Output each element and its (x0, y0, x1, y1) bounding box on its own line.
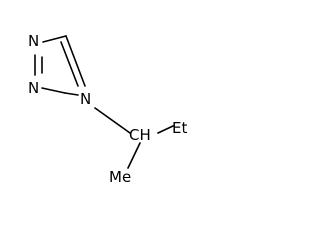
bond-ch-et (157, 125, 174, 134)
atom-label-et: Et (172, 119, 187, 137)
bond-c5-n4 (65, 35, 86, 87)
atom-label-n2: N (28, 79, 39, 97)
atom-label-ch: CH (129, 126, 151, 144)
atom-label-n4: N (80, 90, 91, 108)
atom-label-n1: N (28, 32, 39, 50)
bond-n1-c5 (42, 35, 67, 43)
bond-n2-c3 (41, 87, 66, 94)
structure-canvas: N N N CH Et Me (28, 32, 187, 186)
bond-n4-ch (94, 107, 131, 134)
atom-label-me: Me (109, 168, 131, 186)
bond-ch-me (127, 142, 141, 169)
bond-c5-n4-double (60, 41, 79, 87)
bond-c3-n4 (64, 92, 79, 96)
